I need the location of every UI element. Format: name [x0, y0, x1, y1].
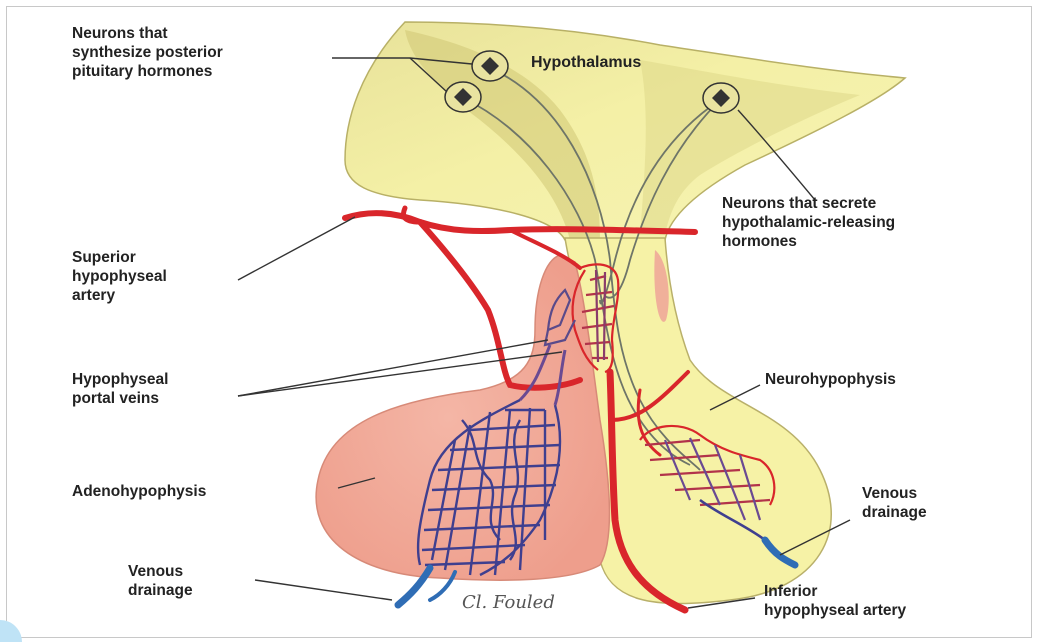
label-neurohypophysis: Neurohypophysis — [765, 370, 896, 389]
label-hypothalamus: Hypothalamus — [531, 53, 641, 72]
label-neurons-secrete: Neurons that secrete hypothalamic-releas… — [722, 194, 895, 251]
label-venous-drainage-left: Venous drainage — [128, 562, 193, 600]
artist-signature: Cl. Fouled — [462, 592, 555, 613]
label-line: hypothalamic-releasing — [722, 213, 895, 232]
label-line: Neurohypophysis — [765, 370, 896, 389]
label-line: Superior — [72, 248, 167, 267]
label-inferior-artery: Inferior hypophyseal artery — [764, 582, 906, 620]
label-line: drainage — [128, 581, 193, 600]
label-line: Venous — [128, 562, 193, 581]
label-line: Inferior — [764, 582, 906, 601]
label-line: portal veins — [72, 389, 168, 408]
label-neurons-posterior: Neurons that synthesize posterior pituit… — [72, 24, 223, 81]
label-line: synthesize posterior — [72, 43, 223, 62]
neuron-cell-body-1 — [472, 51, 508, 81]
label-venous-drainage-right: Venous drainage — [862, 484, 927, 522]
label-portal-veins: Hypophyseal portal veins — [72, 370, 168, 408]
neuron-cell-body-3 — [703, 83, 739, 113]
label-line: Hypophyseal — [72, 370, 168, 389]
neuron-cell-body-2 — [445, 82, 481, 112]
label-line: drainage — [862, 503, 927, 522]
label-line: Venous — [862, 484, 927, 503]
label-superior-artery: Superior hypophyseal artery — [72, 248, 167, 305]
label-line: hormones — [722, 232, 895, 251]
label-line: pituitary hormones — [72, 62, 223, 81]
label-adenohypophysis: Adenohypophysis — [72, 482, 206, 501]
label-line: Neurons that secrete — [722, 194, 895, 213]
label-line: Neurons that — [72, 24, 223, 43]
label-line: Hypothalamus — [531, 53, 641, 72]
label-line: Adenohypophysis — [72, 482, 206, 501]
adenohypophysis-region — [316, 255, 609, 580]
label-line: hypophyseal artery — [764, 601, 906, 620]
label-line: hypophyseal — [72, 267, 167, 286]
label-line: artery — [72, 286, 167, 305]
